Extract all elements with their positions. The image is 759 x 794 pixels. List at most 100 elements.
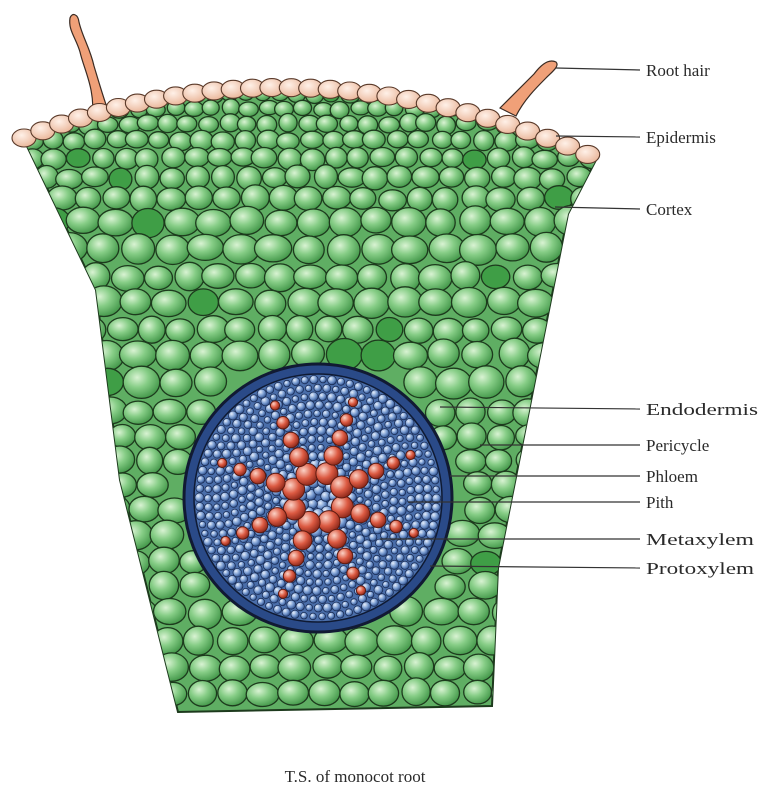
cortex-cell <box>218 680 247 706</box>
stele-cell <box>351 599 357 605</box>
stele-cell <box>229 458 236 465</box>
stele-cell <box>310 375 318 383</box>
cortex-cell <box>137 115 158 131</box>
cortex-cell <box>185 101 204 116</box>
stele-cell <box>382 500 389 507</box>
cortex-cell <box>377 626 412 655</box>
stele-cell <box>270 394 277 401</box>
cortex-cell <box>50 64 63 76</box>
cortex-cell <box>250 655 280 678</box>
cortex-cell <box>177 116 197 132</box>
cortex-cell <box>11 75 26 89</box>
stele-cell <box>315 579 322 586</box>
stele-cell <box>384 568 392 576</box>
cortex-cell <box>51 626 84 652</box>
stele-cell <box>285 582 294 591</box>
stele-cell <box>333 577 341 585</box>
cortex-cell <box>338 168 365 187</box>
cortex-cell <box>439 167 463 187</box>
cortex-cell <box>530 232 562 262</box>
cortex-cell <box>119 341 156 368</box>
stele-cell <box>274 382 282 390</box>
cortex-cell <box>532 102 549 117</box>
label-root-hair: Root hair <box>646 61 710 80</box>
stele-cell <box>250 395 257 402</box>
cortex-cell <box>123 76 137 89</box>
leader-root-hair <box>556 68 640 70</box>
stele-cell <box>411 547 418 554</box>
stele-cell <box>323 570 330 577</box>
cortex-cell <box>328 235 361 266</box>
cortex-cell <box>507 64 522 77</box>
stele-cell <box>373 555 380 562</box>
stele-cell <box>399 489 406 496</box>
stele-cell <box>369 533 377 541</box>
stele-cell <box>343 463 351 471</box>
cortex-cell <box>315 316 342 342</box>
cortex-cell <box>502 548 533 575</box>
cortex-cell <box>165 208 200 236</box>
cortex-cell <box>436 368 472 399</box>
stele-cell <box>265 503 272 510</box>
stele-cell <box>222 554 230 562</box>
cortex-cell <box>8 169 34 188</box>
stele-cell <box>223 419 231 427</box>
stele-cell <box>292 378 300 386</box>
cortex-cell <box>323 186 351 209</box>
cortex-cell <box>426 209 455 236</box>
cortex-cell <box>219 656 250 682</box>
cortex-cell <box>491 680 524 706</box>
stele-cell <box>256 446 263 453</box>
cortex-cell <box>435 575 465 599</box>
cortex-cell <box>495 64 509 77</box>
cortex-cell <box>112 266 145 292</box>
cortex-cell <box>451 262 480 290</box>
stele-cell <box>309 452 318 461</box>
cortex-cell <box>461 87 478 101</box>
cortex-cell <box>442 149 463 168</box>
stele-cell <box>432 503 441 512</box>
stele-cell <box>279 599 286 606</box>
cortex-cell <box>487 148 509 168</box>
cortex-cell <box>19 447 48 474</box>
stele-cell <box>371 390 379 398</box>
stele-cell <box>363 552 372 561</box>
stele-cell <box>212 554 220 562</box>
cortex-cell <box>78 449 106 474</box>
stele-cell <box>202 530 208 536</box>
cortex-cell <box>338 63 351 74</box>
cortex-cell <box>82 167 109 187</box>
cortex-cell <box>20 424 50 448</box>
stele-cell <box>395 470 404 479</box>
stele-cell <box>405 419 414 428</box>
stele-cell <box>357 421 365 429</box>
cortex-cell <box>185 148 210 167</box>
cortex-cell <box>395 147 417 167</box>
cortex-cell <box>48 424 78 447</box>
cortex-cell <box>63 133 84 151</box>
stele-cell <box>276 527 283 534</box>
cortex-cell <box>37 89 52 103</box>
cortex-cell <box>362 235 396 265</box>
stele-cell <box>275 439 283 447</box>
cortex-cell <box>279 114 297 132</box>
cortex-cell <box>122 234 155 264</box>
cortex-cell <box>259 340 290 370</box>
cortex-cell <box>152 77 169 90</box>
cortex-cell <box>387 166 412 188</box>
cortex-cell <box>458 598 489 625</box>
stele-cell <box>374 586 383 595</box>
cortex-cell <box>362 167 387 190</box>
cortex-cell <box>491 317 522 341</box>
cortex-cell <box>246 683 279 707</box>
stele-cell <box>311 419 318 426</box>
cortex-cell <box>560 600 592 627</box>
stele-cell <box>420 520 429 529</box>
cortex-cell <box>591 166 617 189</box>
stele-cell <box>382 491 390 499</box>
cortex-cell <box>160 168 184 189</box>
cortex-cell <box>38 497 66 521</box>
cortex-cell <box>433 76 450 88</box>
stele-cell <box>306 401 315 410</box>
stele-cell <box>294 584 303 593</box>
